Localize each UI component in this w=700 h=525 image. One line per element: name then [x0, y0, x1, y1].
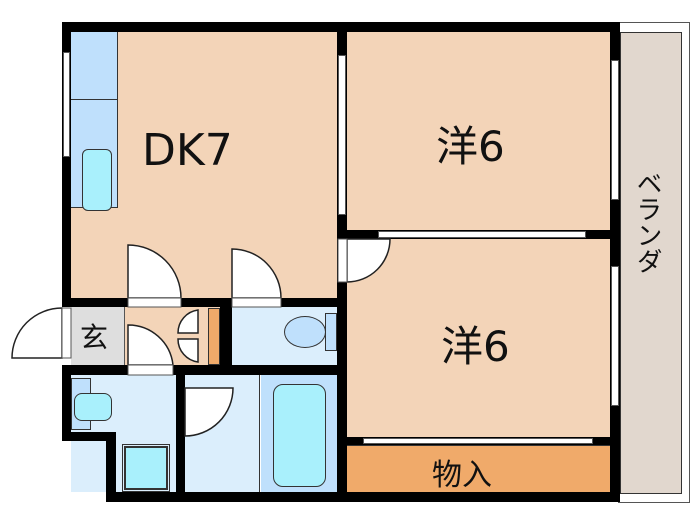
window-dk-right[interactable]	[338, 55, 346, 215]
wall-step-v	[106, 432, 116, 502]
window-left[interactable]	[63, 52, 70, 157]
storage-label: 物入	[432, 458, 492, 493]
wall-dk-bottom	[62, 298, 347, 307]
washer-icon	[122, 444, 170, 492]
window-right-1[interactable]	[611, 60, 619, 200]
sliding-door-closet[interactable]	[363, 438, 593, 444]
door-bath	[184, 387, 234, 437]
western-room-1	[347, 32, 610, 230]
balcony	[620, 32, 682, 494]
western-room-2-label: 洋6	[441, 322, 510, 371]
door-dk-1	[127, 244, 182, 299]
balcony-label: ベランダ	[632, 170, 662, 274]
wall-mid-h	[62, 365, 347, 375]
wall-bottom	[106, 492, 620, 502]
door-hall	[127, 324, 174, 366]
wall-left-upper	[62, 22, 71, 307]
washbasin-icon	[74, 393, 112, 421]
storage-closet	[347, 445, 610, 492]
door-closet-hall	[177, 309, 199, 334]
bathtub-icon	[273, 384, 326, 487]
western-room-1-label: 洋6	[436, 122, 505, 171]
wall-left-lower	[62, 365, 71, 440]
wall-bath-left	[176, 375, 185, 492]
wall-step-h	[62, 432, 116, 441]
entrance-label: 玄	[80, 321, 109, 354]
window-right-2[interactable]	[611, 266, 619, 406]
wall-right	[610, 22, 620, 502]
western-room-2	[347, 239, 610, 437]
entrance	[71, 307, 125, 365]
door-closet-hall-2	[177, 338, 199, 363]
sliding-door-western[interactable]	[378, 231, 586, 238]
dk-label: DK7	[142, 125, 233, 176]
wall-toilet-left	[220, 298, 232, 375]
sink-icon	[82, 149, 112, 211]
door-dk-2	[231, 248, 282, 299]
hall-closet	[208, 308, 220, 365]
toilet-icon	[284, 316, 326, 348]
counter-divider	[71, 99, 118, 100]
door-western-2	[346, 238, 391, 283]
door-entrance	[11, 307, 63, 359]
